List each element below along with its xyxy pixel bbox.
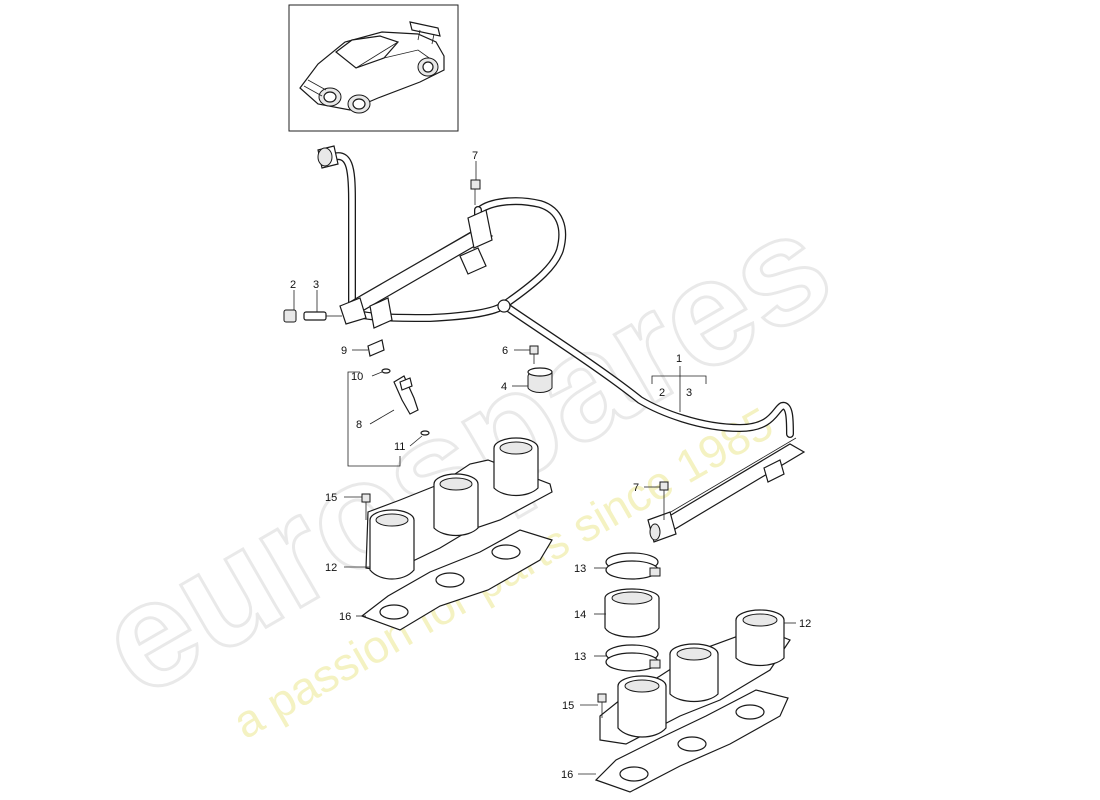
callout-11: 11	[394, 441, 405, 453]
callout-2-upper: 2	[290, 279, 296, 291]
callout-7-right: 7	[633, 482, 639, 494]
callout-4: 4	[501, 381, 507, 393]
bolt-upper	[470, 179, 481, 205]
callout-13-upper: 13	[574, 563, 586, 575]
callout-3-upper: 3	[313, 279, 319, 291]
callout-13-lower: 13	[574, 651, 586, 663]
callout-14: 14	[574, 609, 586, 621]
fuel-rail-left	[339, 209, 494, 329]
callout-3-right: 3	[686, 387, 692, 399]
pressure-sensor-group	[283, 309, 342, 323]
clamp-sleeve-stack	[604, 552, 661, 672]
callout-1: 1	[676, 353, 682, 365]
callout-2-right: 2	[659, 387, 665, 399]
callout-6: 6	[502, 345, 508, 357]
pipe-clamp	[527, 345, 553, 393]
callout-9: 9	[341, 345, 347, 357]
leader-lines	[293, 161, 796, 775]
callout-10: 10	[351, 371, 363, 383]
gasket-left	[360, 529, 553, 631]
throttle-body-right	[597, 609, 791, 745]
callout-8: 8	[356, 419, 362, 431]
callout-labels: 7 2 3 9 10 8 11 6 4 1 2 3 7 15 12 16 13 …	[290, 150, 811, 781]
callout-16-right: 16	[561, 769, 573, 781]
throttle-body-left	[361, 437, 553, 580]
car-thumbnail	[288, 4, 459, 132]
injector-stack	[367, 339, 430, 436]
callout-12-left: 12	[325, 562, 337, 574]
fuel-rail-right	[647, 437, 806, 543]
callout-15-left: 15	[325, 492, 337, 504]
callout-15-right: 15	[562, 700, 574, 712]
callout-12-right: 12	[799, 618, 811, 630]
callout-16-left: 16	[339, 611, 351, 623]
callout-7-upper: 7	[472, 150, 478, 162]
gasket-right	[594, 689, 789, 793]
